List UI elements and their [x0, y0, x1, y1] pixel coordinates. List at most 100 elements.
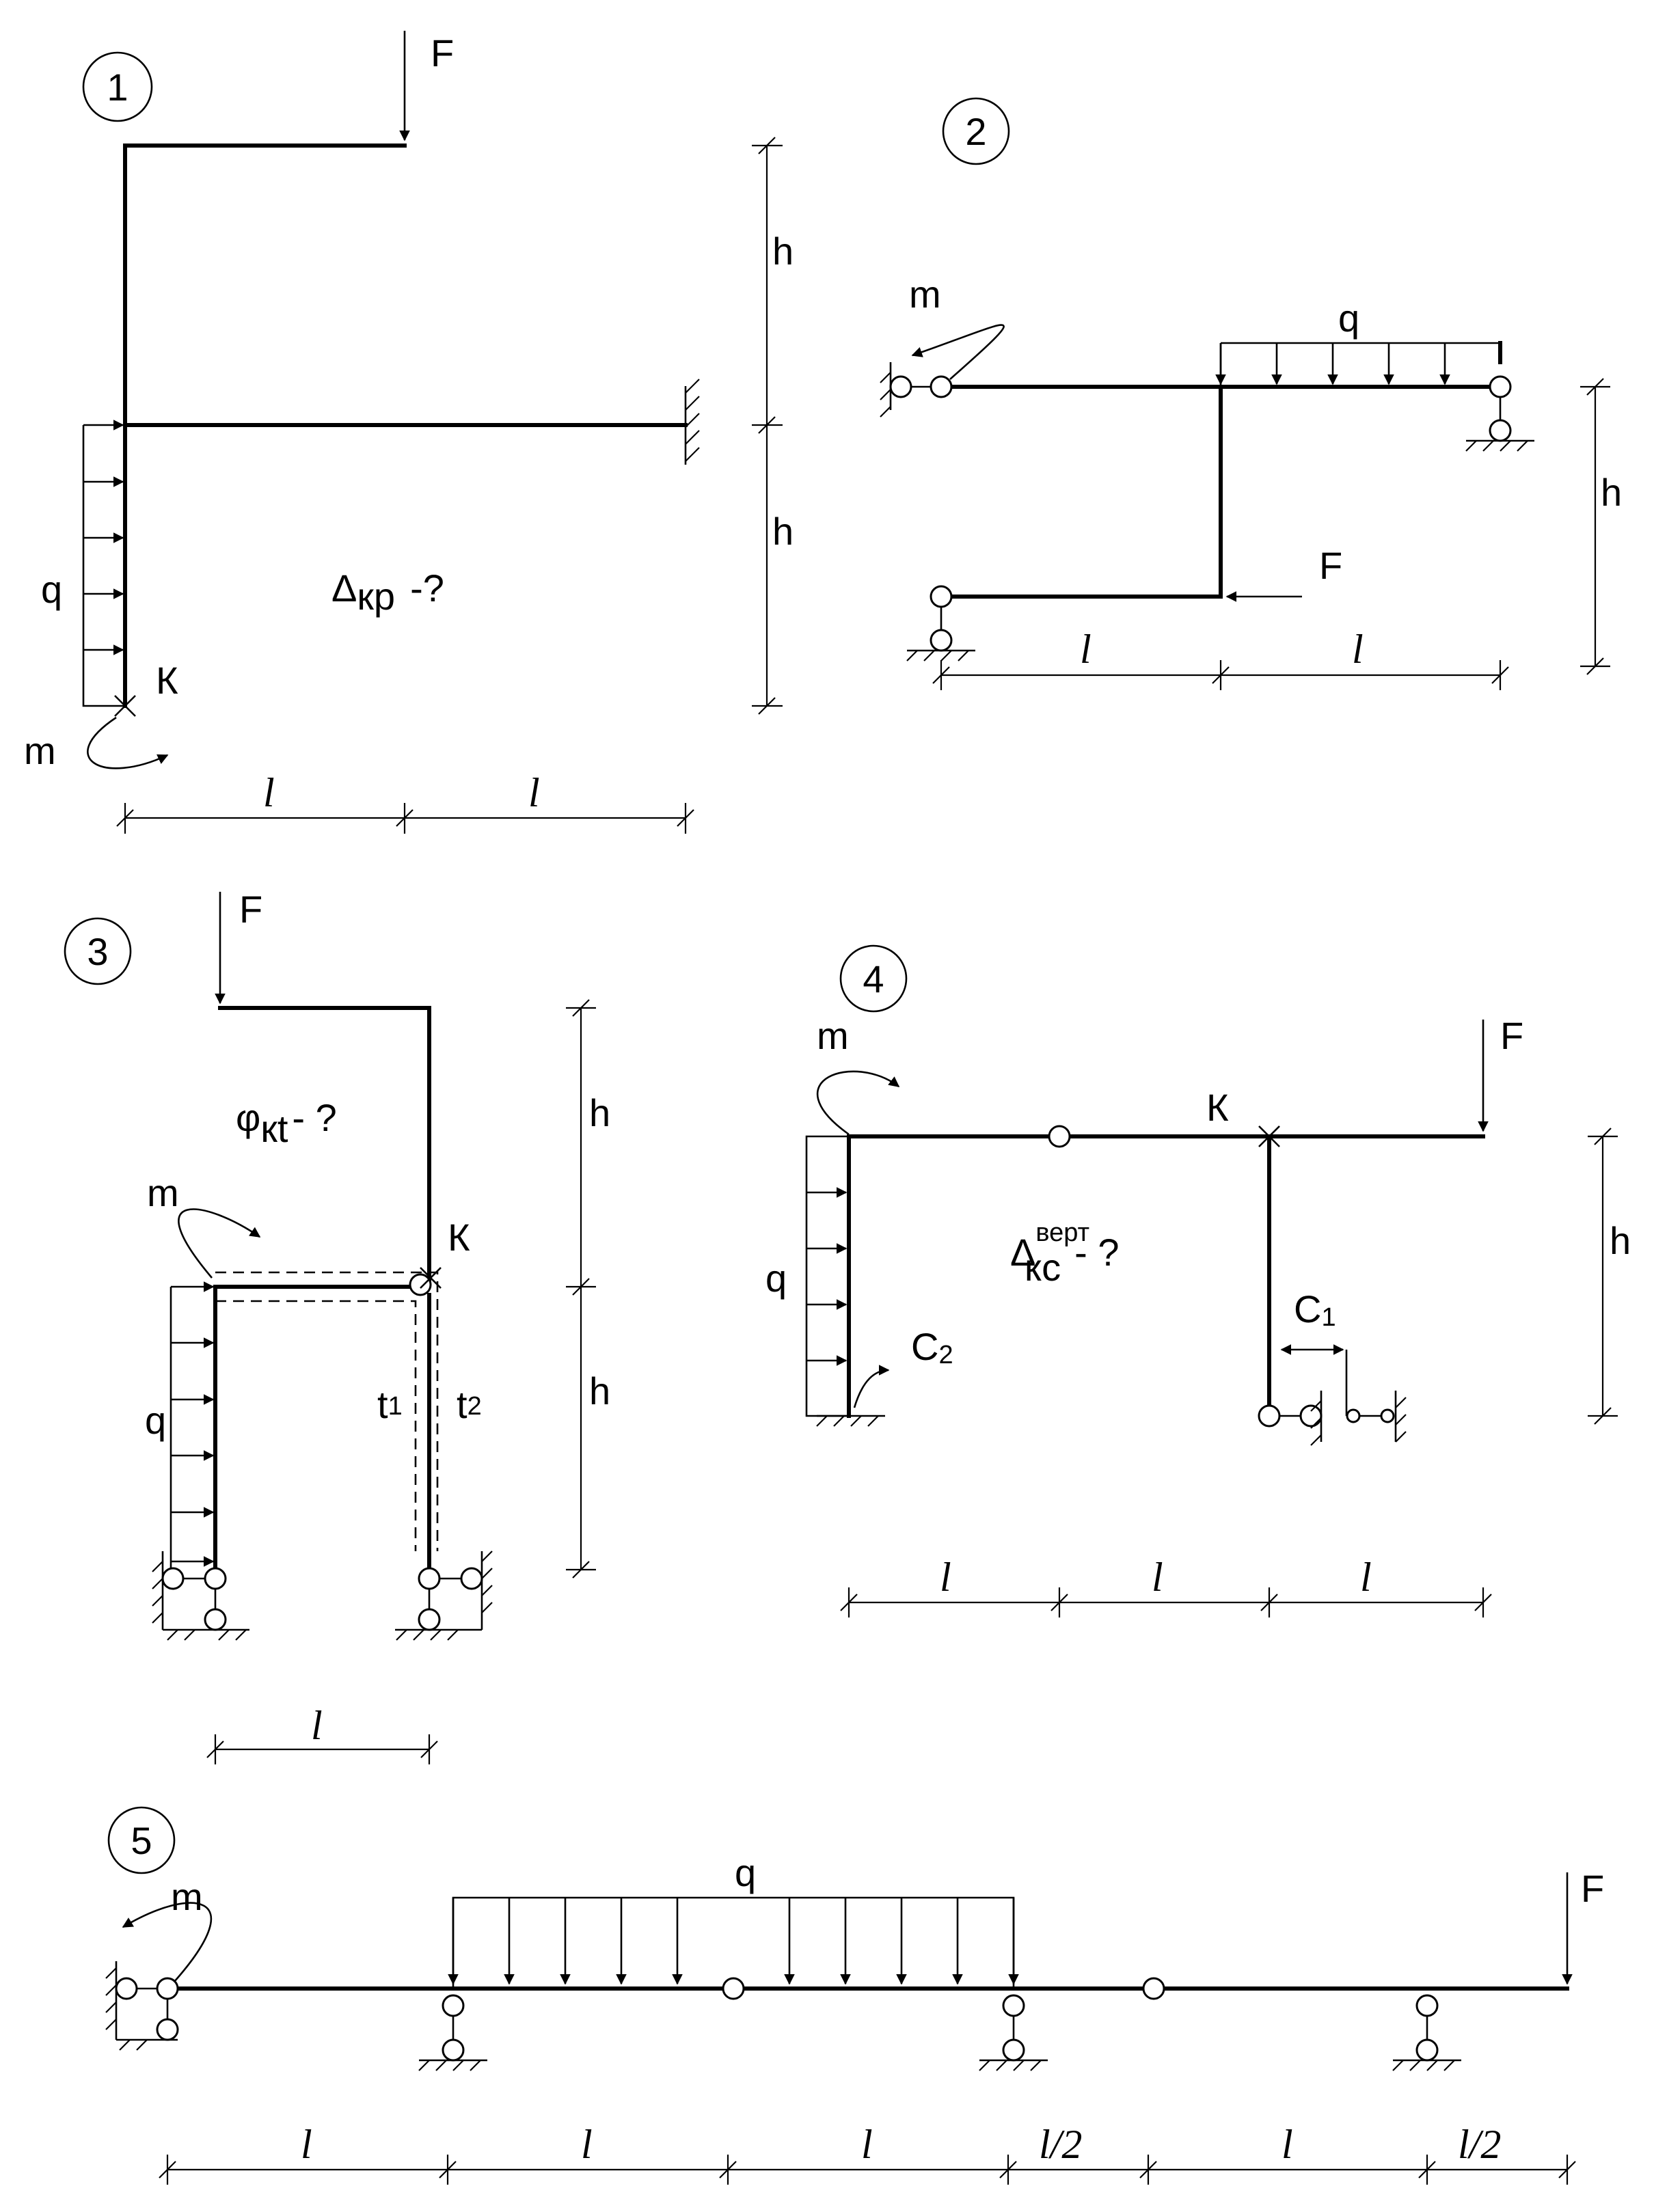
- hinge: [1048, 1125, 1071, 1148]
- hinge: [1489, 419, 1512, 442]
- force-label: F: [1581, 1867, 1604, 1910]
- load-label: q: [1338, 297, 1359, 340]
- length-label: l: [528, 770, 540, 815]
- settlement-label: C2: [911, 1325, 953, 1369]
- hinge: [418, 1608, 441, 1631]
- hinge: [156, 2018, 179, 2041]
- point-k-mark: [1258, 1125, 1280, 1147]
- hinge: [930, 629, 953, 652]
- force-label: F: [1500, 1014, 1523, 1057]
- pinned-support: [1392, 1994, 1461, 2071]
- temperature-outline: [215, 1300, 417, 1551]
- pinned-support: [418, 1994, 487, 2071]
- point-label: К: [156, 659, 178, 702]
- scheme-1: 1 F q К: [24, 31, 794, 834]
- rotation-settlement-arrow: [853, 1365, 890, 1408]
- scheme-number: 3: [87, 930, 108, 973]
- scheme-number: 1: [107, 66, 128, 109]
- hinge: [115, 1977, 138, 2000]
- half-length-label: l/2: [1458, 2122, 1501, 2167]
- moment-arrow: [122, 1902, 213, 1982]
- scheme-4: 4 К F m q C2: [765, 944, 1631, 1617]
- scheme-number-circle: [942, 97, 1010, 165]
- length-label: l: [1352, 627, 1364, 672]
- distributed-load-arrows: [448, 1898, 1019, 1985]
- hinge: [409, 1273, 432, 1296]
- moment-arrow: [178, 1208, 261, 1279]
- height-label: h: [1610, 1219, 1631, 1262]
- length-label: l: [301, 2122, 312, 2167]
- hinge: [889, 375, 912, 398]
- point-label: К: [1206, 1086, 1229, 1129]
- height-label: h: [1601, 471, 1622, 514]
- hinge: [460, 1567, 483, 1590]
- distributed-load-outline: [82, 425, 125, 707]
- moment-arrow: [911, 324, 1005, 380]
- hinge: [1258, 1404, 1281, 1428]
- moment-label: m: [909, 273, 941, 316]
- distributed-load-outline: [805, 1135, 849, 1417]
- scheme-number: 5: [131, 1819, 152, 1862]
- load-label: q: [735, 1851, 756, 1894]
- length-label: l: [263, 770, 275, 815]
- height-label: h: [772, 230, 794, 273]
- length-label: l: [1152, 1555, 1163, 1600]
- hinge: [161, 1567, 185, 1590]
- scheme-number-circle: [64, 917, 132, 985]
- question-label: Δкр-?: [331, 566, 444, 618]
- moment-label: m: [171, 1875, 203, 1918]
- length-label: l: [1282, 2122, 1293, 2167]
- point-label: К: [448, 1216, 470, 1259]
- hinge: [1489, 375, 1512, 398]
- temperature-outline: [215, 1271, 439, 1551]
- moment-label: m: [147, 1171, 179, 1214]
- scheme-number: 4: [863, 957, 884, 1000]
- length-label: l: [311, 1703, 323, 1748]
- scheme-3: 3 F К t1 t2 φкt- ? m: [64, 888, 610, 1764]
- settlement-label: C1: [1294, 1287, 1336, 1332]
- scheme-number: 2: [965, 110, 986, 153]
- hinge: [930, 375, 953, 398]
- load-label: q: [145, 1399, 166, 1442]
- force-label: F: [1319, 544, 1342, 587]
- support-hatch: [685, 379, 700, 462]
- point-k-mark: [114, 695, 136, 717]
- height-label: h: [589, 1091, 610, 1134]
- length-label: l: [940, 1555, 951, 1600]
- load-label: q: [41, 568, 62, 611]
- length-label: l: [581, 2122, 593, 2167]
- distributed-load-outline: [452, 1896, 1015, 1989]
- dimension-ticks: [159, 2155, 1576, 2185]
- distributed-load-arrows: [171, 1281, 215, 1567]
- distributed-load-arrows: [806, 1187, 848, 1366]
- hinge: [204, 1567, 227, 1590]
- point-k-mark: [420, 1267, 442, 1289]
- height-label: h: [589, 1369, 610, 1412]
- scheme-number-circle: [107, 1806, 176, 1874]
- hinge: [1299, 1404, 1323, 1428]
- force-label: F: [431, 31, 454, 74]
- distributed-load-arrows: [1215, 343, 1450, 385]
- moment-label: m: [24, 729, 56, 772]
- pinned-support: [979, 1994, 1048, 2071]
- question-label: φкt- ?: [236, 1096, 337, 1150]
- hinge: [930, 585, 953, 608]
- scheme-number-circle: [82, 51, 153, 122]
- temperature-label: t1: [377, 1383, 403, 1426]
- frame-top-beam-and-right-column: [218, 1006, 431, 1281]
- moment-arrow: [816, 1070, 900, 1136]
- length-label: l: [1360, 1555, 1372, 1600]
- force-label: F: [239, 888, 262, 931]
- scheme-number-circle: [839, 944, 908, 1013]
- half-length-label: l/2: [1039, 2122, 1082, 2167]
- temperature-label: t2: [457, 1383, 482, 1426]
- length-label: l: [861, 2122, 873, 2167]
- hinge: [418, 1567, 441, 1590]
- moment-arrow: [87, 716, 169, 769]
- hinge: [1142, 1977, 1165, 2000]
- distributed-load-arrows: [83, 420, 124, 655]
- hinge: [722, 1977, 745, 2000]
- scheme-5: 5 m q: [105, 1806, 1604, 2185]
